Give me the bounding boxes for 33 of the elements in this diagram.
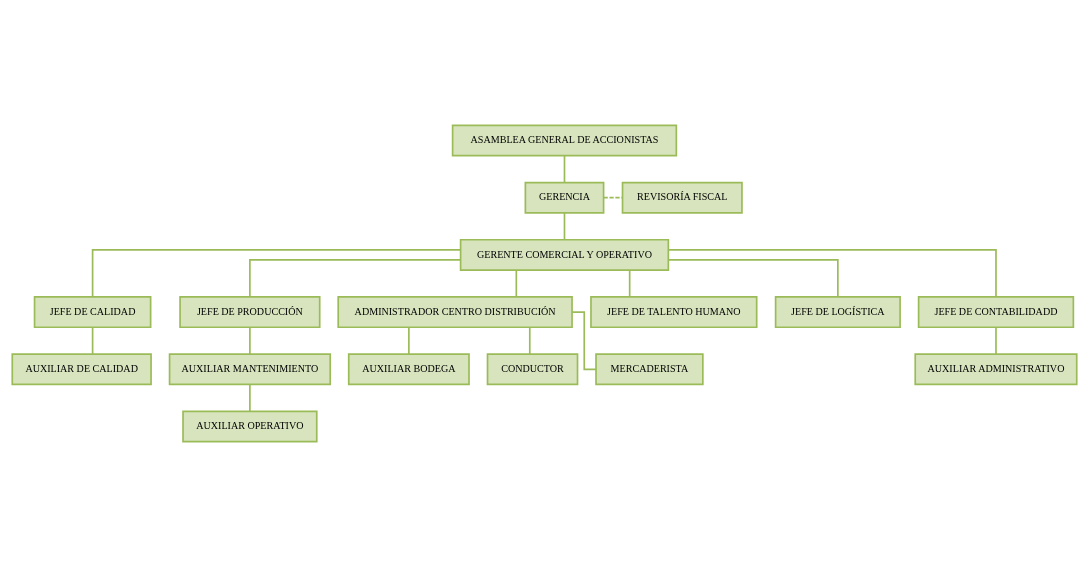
- node-box: AUXILIAR MANTENIMIENTO: [168, 353, 332, 386]
- connector: [249, 259, 462, 298]
- connector: [528, 326, 531, 355]
- connector: [563, 212, 566, 241]
- connector: [249, 326, 251, 355]
- node-box: JEFE DE LOGÍSTICA: [774, 296, 901, 329]
- connector: [571, 311, 597, 371]
- connector: [249, 383, 251, 412]
- node-box: REVISORÍA FISCAL: [621, 181, 743, 214]
- connector: [628, 269, 631, 298]
- connector: [667, 249, 997, 298]
- node-box: JEFE DE CONTABILIDADD: [917, 296, 1075, 329]
- node-box: CONDUCTOR: [486, 353, 579, 386]
- node-box: AUXILIAR ADMINISTRATIVO: [914, 353, 1078, 386]
- connector: [515, 269, 518, 298]
- node-box: AUXILIAR BODEGA: [347, 353, 470, 386]
- connector: [408, 326, 410, 355]
- node-box: JEFE DE PRODUCCIÓN: [179, 296, 321, 329]
- connector: [563, 155, 566, 184]
- node-box: GERENTE COMERCIAL Y OPERATIVO: [459, 238, 670, 271]
- connector: [667, 259, 839, 298]
- node-box: AUXILIAR OPERATIVO: [182, 410, 318, 443]
- node-box: AUXILIAR DE CALIDAD: [11, 353, 152, 386]
- node-box: MERCADERISTA: [595, 353, 704, 386]
- node-box: ADMINISTRADOR CENTRO DISTRIBUCIÓN: [337, 296, 573, 329]
- node-box: GERENCIA: [524, 181, 605, 214]
- node-box: JEFE DE CALIDAD: [33, 296, 152, 329]
- connector: [602, 196, 624, 199]
- node-box: ASAMBLEA GENERAL DE ACCIONISTAS: [451, 124, 678, 157]
- connector: [91, 326, 94, 355]
- connector: [995, 326, 997, 355]
- node-box: JEFE DE TALENTO HUMANO: [590, 296, 758, 329]
- connector: [91, 249, 462, 298]
